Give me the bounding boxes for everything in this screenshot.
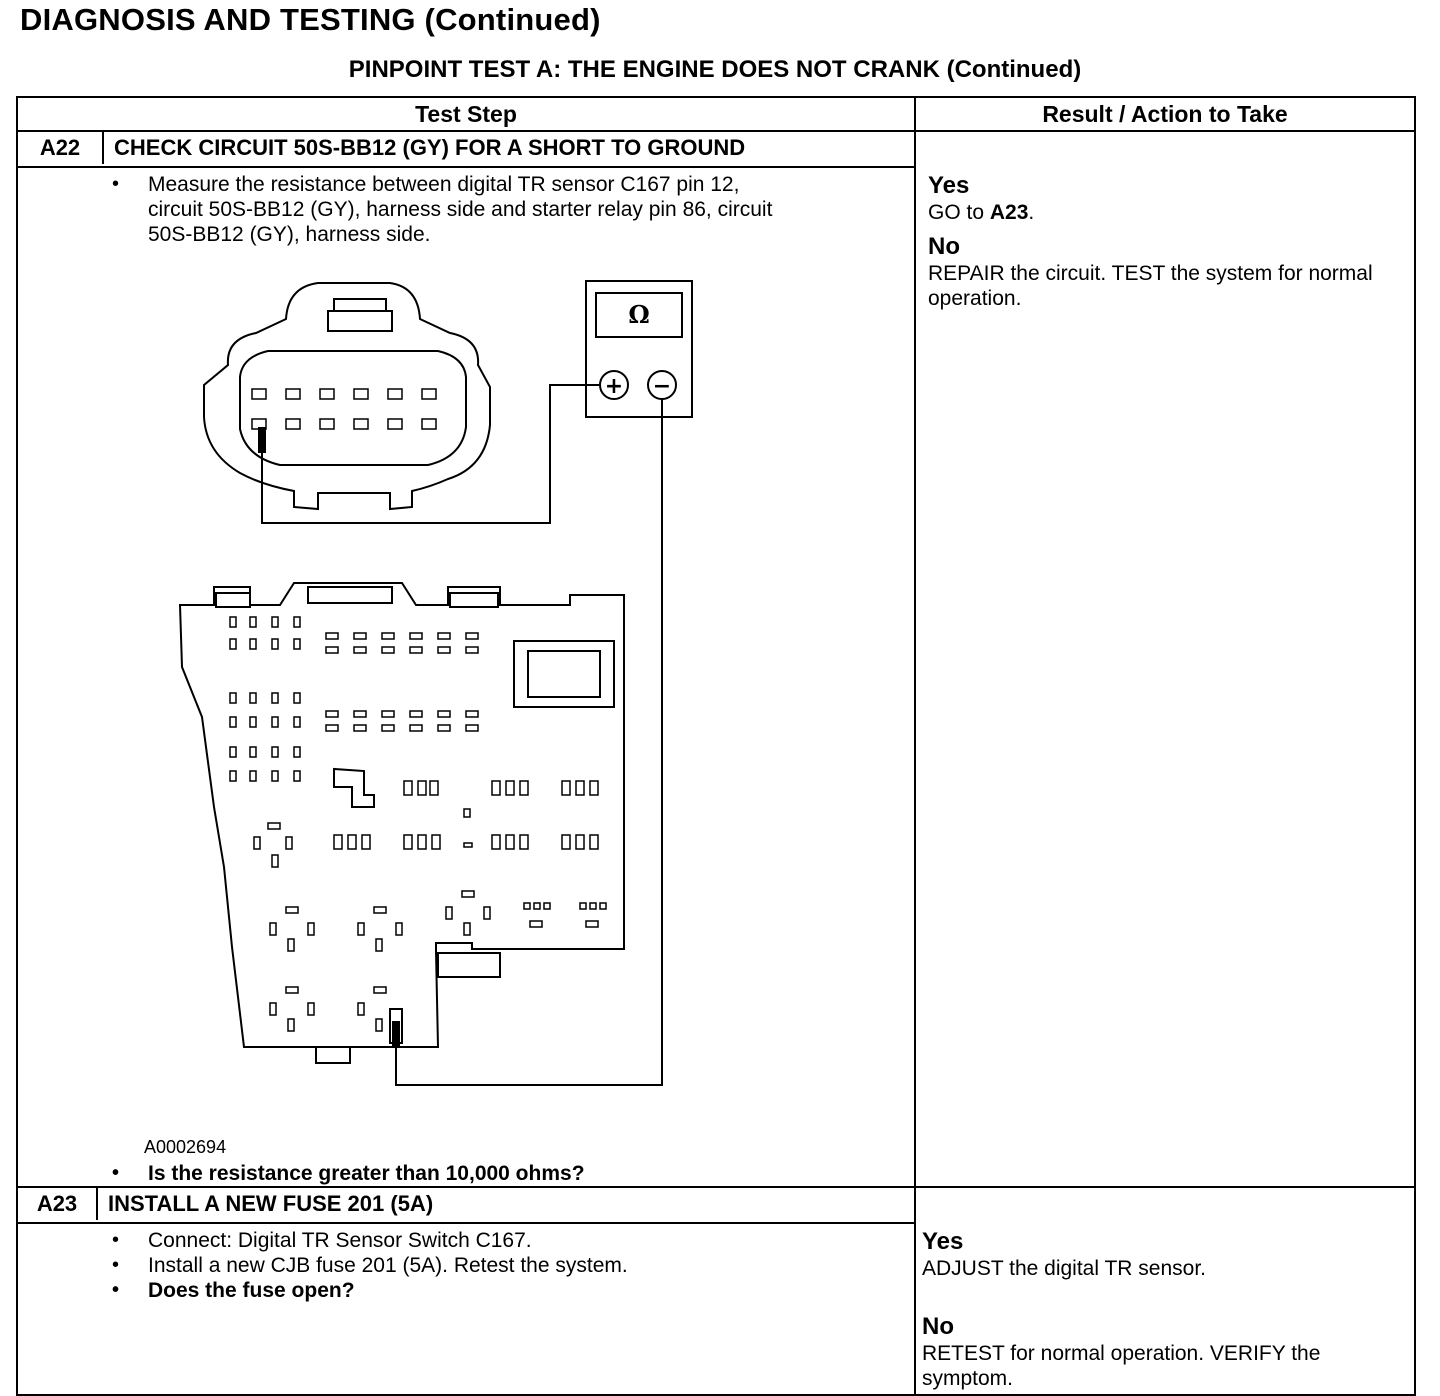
step-a22-cell: A22 CHECK CIRCUIT 50S-BB12 (GY) FOR A SHO… xyxy=(16,130,916,1188)
list-item: Does the fuse open? xyxy=(18,1278,914,1303)
list-item: Install a new CJB fuse 201 (5A). Retest … xyxy=(18,1253,914,1278)
yes-action: ADJUST the digital TR sensor. xyxy=(922,1257,1207,1280)
yes-action: GO to A23. xyxy=(928,201,1035,224)
fuse-slots xyxy=(230,389,606,1031)
col-header-test-step: Test Step xyxy=(16,96,916,132)
step-a22-header: A22 CHECK CIRCUIT 50S-BB12 (GY) FOR A SHO… xyxy=(18,132,914,168)
list-item: Connect: Digital TR Sensor Switch C167. xyxy=(18,1228,914,1253)
yes-label: Yes xyxy=(922,1228,964,1255)
step-a22-result: Yes GO to A23. No REPAIR the circuit. TE… xyxy=(914,130,1416,1188)
connector-c167-icon xyxy=(204,283,490,509)
pinpoint-test-title: PINPOINT TEST A: THE ENGINE DOES NOT CRA… xyxy=(348,56,1082,83)
step-a23-cell: A23 INSTALL A NEW FUSE 201 (5A) Connect: … xyxy=(16,1186,916,1396)
table-header-row: Test Step Result / Action to Take xyxy=(16,96,1416,132)
negative-lead-wire xyxy=(396,399,662,1085)
yes-label: Yes xyxy=(928,172,970,199)
no-label: No xyxy=(922,1313,954,1340)
plus-symbol: + xyxy=(605,374,623,399)
step-a22-row: A22 CHECK CIRCUIT 50S-BB12 (GY) FOR A SHO… xyxy=(16,130,1416,1188)
no-action: RETEST for normal operation. VERIFY the … xyxy=(922,1342,1321,1390)
step-a23-bullets: Connect: Digital TR Sensor Switch C167. … xyxy=(18,1228,914,1303)
ohm-symbol: Ω xyxy=(628,300,649,329)
wiring-diagram: Ω + − xyxy=(18,247,916,1161)
pinpoint-test-table: Test Step Result / Action to Take A22 CHE… xyxy=(16,96,1416,1396)
step-a23-row: A23 INSTALL A NEW FUSE 201 (5A) Connect: … xyxy=(16,1186,1416,1396)
no-label: No xyxy=(928,233,960,260)
col-header-result: Result / Action to Take xyxy=(914,96,1416,132)
step-title: INSTALL A NEW FUSE 201 (5A) xyxy=(108,1191,434,1216)
step-a23-header: A23 INSTALL A NEW FUSE 201 (5A) xyxy=(18,1188,914,1224)
list-item: Measure the resistance between digital T… xyxy=(18,172,798,247)
step-a23-result: Yes ADJUST the digital TR sensor. No RET… xyxy=(914,1186,1416,1396)
step-a22-bullets: Measure the resistance between digital T… xyxy=(18,172,798,247)
probe-tip-relay xyxy=(392,1021,400,1047)
page-title: DIAGNOSIS AND TESTING (Continued) xyxy=(20,2,601,37)
step-title: CHECK CIRCUIT 50S-BB12 (GY) FOR A SHORT … xyxy=(114,135,746,160)
positive-lead-wire xyxy=(262,385,600,523)
central-junction-box-icon xyxy=(180,583,624,1063)
step-id: A23 xyxy=(18,1188,98,1220)
step-a22-question: Is the resistance greater than 10,000 oh… xyxy=(18,1161,914,1186)
step-id: A22 xyxy=(18,132,104,164)
minus-symbol: − xyxy=(653,374,671,399)
figure-id: A0002694 xyxy=(144,1137,227,1157)
probe-tip-c167 xyxy=(258,427,266,453)
wiring-figure: Ω + − A0002694 xyxy=(18,247,914,1161)
list-item: Is the resistance greater than 10,000 oh… xyxy=(18,1161,914,1186)
no-action: REPAIR the circuit. TEST the system for … xyxy=(928,262,1373,310)
